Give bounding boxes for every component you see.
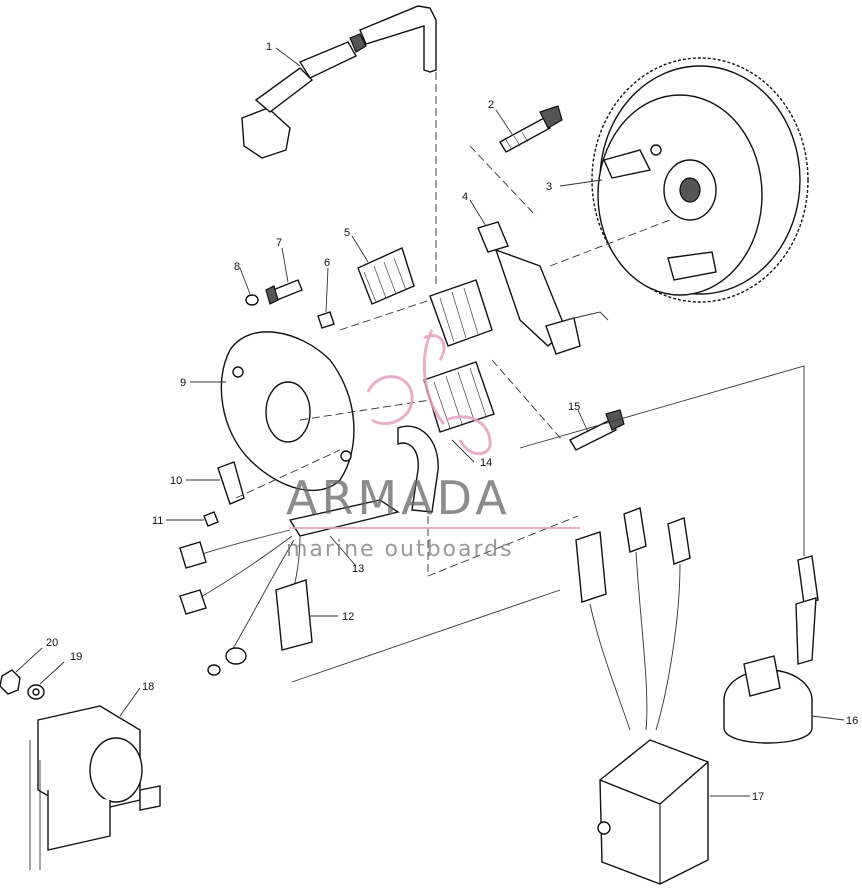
callout-labels: 1 2 3 4 5 6 7 8 9 10 11 12 13 14 15 16 1…: [46, 41, 858, 803]
assembly-lines: [235, 72, 805, 683]
washer-19: [27, 684, 45, 700]
callout-17: 17: [752, 791, 764, 803]
callout-18: 18: [142, 681, 154, 693]
callout-20: 20: [46, 637, 58, 649]
callout-12: 12: [342, 611, 354, 623]
leader-lines: [15, 47, 845, 797]
screw-11: [203, 511, 219, 527]
callout-16: 16: [846, 715, 858, 727]
pulser-coil: [477, 221, 609, 355]
callout-14: 14: [480, 457, 492, 469]
callout-11: 11: [152, 515, 163, 527]
stator-coils: [423, 279, 495, 433]
screw-7: [265, 279, 303, 305]
callout-19: 19: [70, 651, 82, 663]
bolt-15: [569, 409, 625, 451]
flywheel: [591, 57, 809, 303]
stator-base-plate: [220, 331, 355, 492]
callout-9: 9: [180, 377, 186, 389]
screw-6: [317, 311, 335, 329]
cdi-unit: [575, 507, 709, 885]
watermark-brand: ARMADA: [286, 471, 511, 525]
callout-7: 7: [276, 237, 282, 249]
spark-plug-cap: [241, 5, 437, 159]
flywheel-bolt: [499, 105, 563, 153]
charge-coil: [357, 247, 415, 305]
callout-13: 13: [352, 563, 364, 575]
callout-10: 10: [170, 475, 182, 487]
callout-1: 1: [266, 41, 272, 53]
callout-15: 15: [568, 401, 580, 413]
clamp-10: [217, 461, 245, 505]
callout-4: 4: [462, 191, 468, 203]
callout-2: 2: [488, 99, 494, 111]
nut-20: [0, 669, 21, 695]
watermark-tagline: marine outboards: [286, 537, 514, 562]
starter-relay: [29, 705, 161, 870]
callout-3: 3: [546, 181, 552, 193]
ignition-coil: [723, 555, 819, 744]
washer-8: [245, 294, 259, 306]
callout-8: 8: [234, 261, 240, 273]
watermark-logo-icon: [366, 329, 492, 456]
callout-5: 5: [344, 227, 350, 239]
watermark: ARMADA marine outboards: [286, 329, 580, 562]
callout-6: 6: [324, 257, 330, 269]
